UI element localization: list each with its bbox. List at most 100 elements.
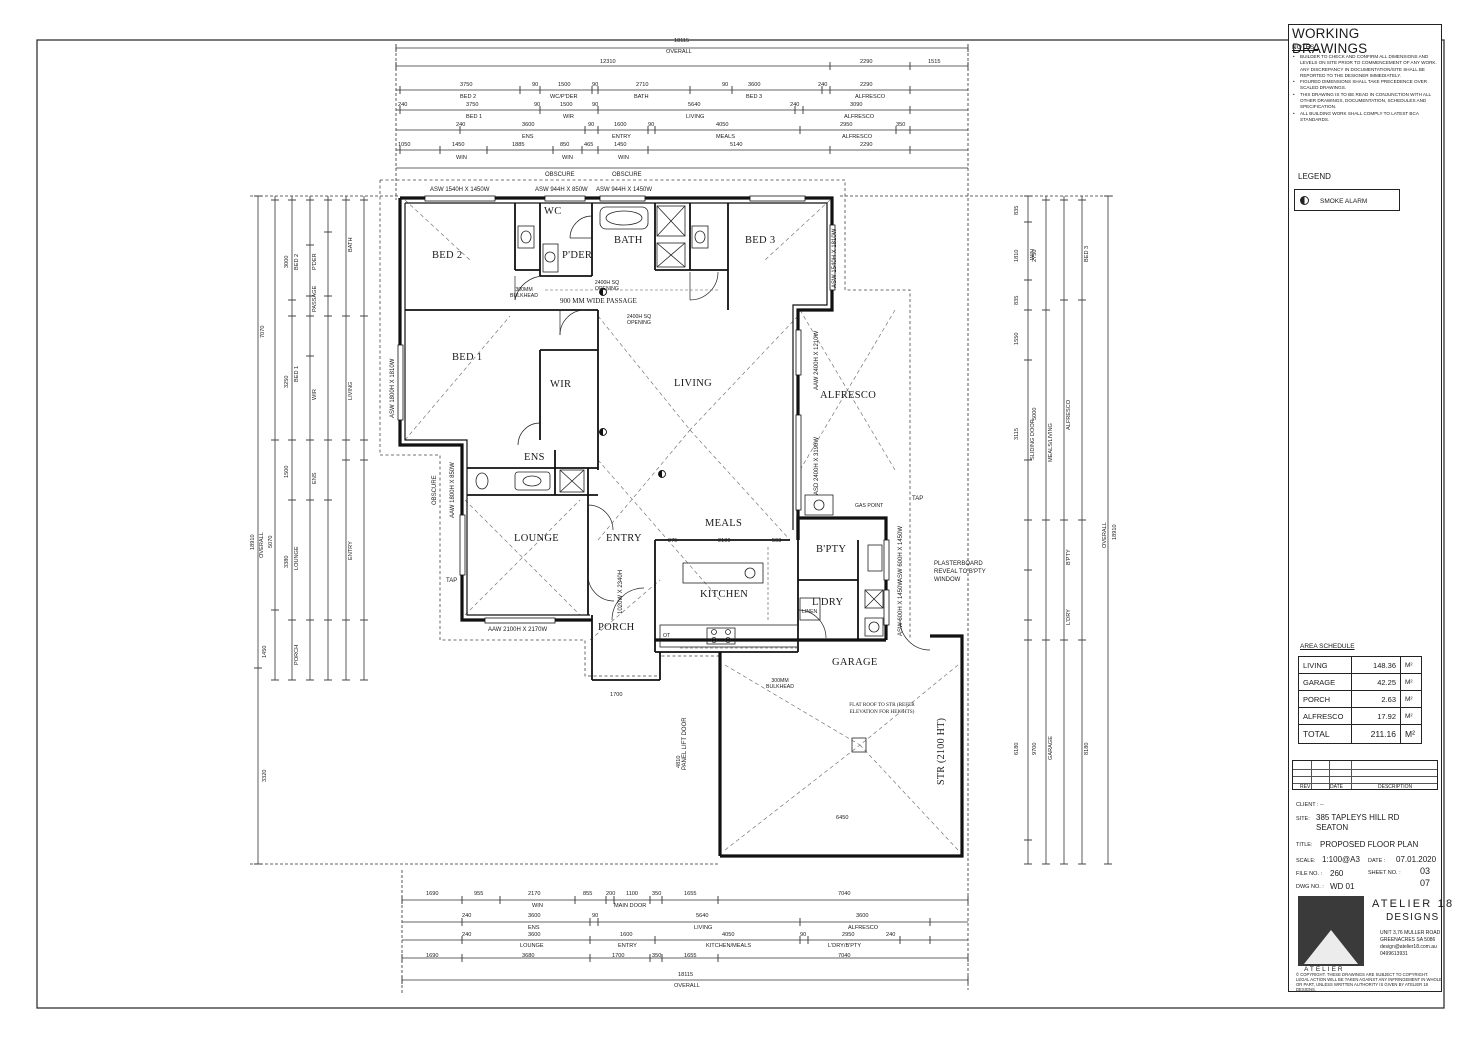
dimension-value: 3750 [466,102,479,108]
dimension-label: LOUNGE [294,546,300,570]
room-lounge: LOUNGE [514,533,559,544]
dimension-label: BED 1 [294,365,300,382]
dimension-label: MEALS/LIVING [1048,423,1054,462]
left-dimension-lines [250,195,720,865]
dimension-label: ALFRESCO [842,134,873,140]
dimension-value: 1700 [612,953,625,959]
dimension-value: 855 [583,891,593,897]
dimension-label: GARAGE [1048,736,1054,760]
dimension-label: ENTRY [618,943,637,949]
site-line-2: SEATON [1316,823,1349,832]
window-openings [397,195,890,626]
dimension-value: 2950 [842,932,855,938]
room-kitchen: KITCHEN [700,589,749,600]
room-porch: PORCH [598,622,635,633]
door-swings [514,215,931,651]
dimension-value: 240 [462,932,472,938]
revision-table [1292,760,1438,790]
dimension-value: 6180 [1014,742,1020,755]
smoke-alarm-symbols [599,288,666,478]
dimension-value: 90 [592,102,599,108]
area-value: 2.63 [1351,690,1401,708]
area-unit: M² [1400,673,1422,691]
firm-subtitle: DESIGNS [1386,912,1440,923]
dimension-label: OVERALL [674,983,700,989]
rev-header: REV [1300,784,1311,790]
dimension-value: 2290 [860,59,873,65]
dimension-label: OVERALL [1102,522,1108,548]
legend-box [1294,189,1400,211]
dimension-value: 3115 [1014,427,1020,440]
dimension-value: 2950 [840,122,853,128]
working-drawings-heading: WORKING DRAWINGS [1292,26,1368,56]
note-item: ALL BUILDING WORK SHALL COMPLY TO LATEST… [1292,111,1438,124]
dimension-value: 1690 [426,891,439,897]
dimension-value: 90 [588,122,595,128]
dimension-label: L'DRY [1066,609,1072,625]
dimension-value: 5640 [688,102,701,108]
dimension-value: 4050 [722,932,735,938]
bottom-dimension-lines [401,870,968,995]
dimension-label: LIVING [686,114,705,120]
dimension-label: L'DRY/B'PTY [828,943,862,949]
dimension-label: ENS [528,925,540,931]
dimension-value: 90 [532,82,539,88]
room-ens: ENS [524,452,545,463]
dimension-label: LIVING [348,381,354,400]
area-unit: M² [1400,656,1422,674]
dimension-label: WIR [563,114,574,120]
dimension-label: BED 2 [460,94,477,100]
dimension-value: 3600 [528,913,541,919]
dimension-value: 465 [584,142,594,148]
window-label: ASW 1540H X 1450W [430,187,490,193]
dimension-label: MAIN DOOR [614,903,647,909]
dimension-label: BATH [348,237,354,252]
dimension-value: 5140 [730,142,743,148]
external-walls-inner [404,202,828,616]
dimension-value: 2710 [636,82,649,88]
dimension-value: 3600 [528,932,541,938]
dimension-value: 7070 [260,325,266,338]
opening-note: 2400H SQ OPENING [594,280,620,292]
dimension-label: ENTRY [612,134,631,140]
dimension-label: LIVING [694,925,713,931]
kitchen-dimension: 593 [772,538,782,544]
obscure-label: OBSCURE [612,172,642,178]
room-pder: P'DER [562,250,593,261]
dimension-value: 350 [652,891,662,897]
firm-address-line: GREENACRES SA 5086 [1380,937,1436,943]
dimension-value: 3250 [284,375,290,388]
roof-hip-lines [404,199,959,851]
passage-note: 900 MM WIDE PASSAGE [560,297,637,305]
dimension-label: PASSAGE [312,285,318,312]
roof-eave-outline [379,179,911,856]
dimension-label: BATH [634,94,649,100]
dimension-value: 1600 [614,122,627,128]
date-label: DATE : [1368,858,1386,864]
dimension-value: 3600 [748,82,761,88]
firm-name: ATELIER 18 [1372,898,1455,910]
dimension-value: 240 [456,122,466,128]
area-name: LIVING [1298,656,1352,674]
dimension-value: 1655 [684,891,697,897]
window-label: AAW 1800H X 850W [450,462,456,518]
bulkhead-note: 300MM BULKHEAD [510,287,538,299]
dimension-value: 8180 [1084,742,1090,755]
top-dimension-ticks [395,44,969,154]
legend-label: SMOKE ALARM [1320,198,1368,205]
room-ldry: L'DRY [812,597,844,608]
firm-email: design@atelier18.com.au [1380,944,1437,950]
dimension-value: 7040 [838,953,851,959]
site-label: SITE: [1296,816,1310,822]
bulkhead-note: 300MM BULKHEAD [766,678,794,690]
kitchen-dimension: 975 [668,538,678,544]
dimension-value: 3750 [460,82,473,88]
site-line-1: 385 TAPLEYS HILL RD [1316,813,1400,822]
plasterboard-note: PLASTERBOARD REVEAL TO B'PTY WINDOW [934,561,986,583]
dimension-value: 240 [398,102,408,108]
garage-door-dimension: 4810 [676,755,682,768]
dimension-value: 1810 [1014,249,1020,262]
dimension-value: 1550 [1014,332,1020,345]
